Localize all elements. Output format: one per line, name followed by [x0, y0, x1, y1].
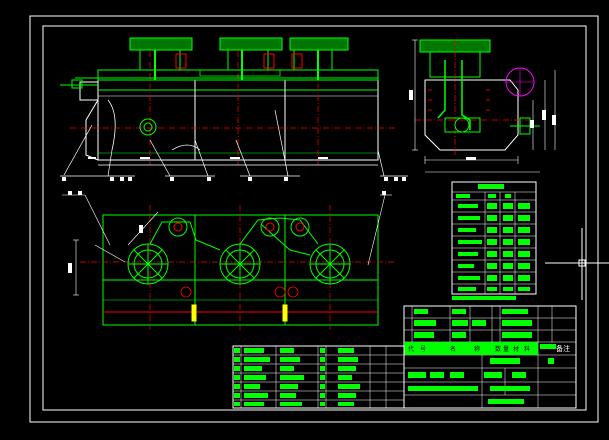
impeller-1[interactable]: [127, 243, 169, 285]
motor-unit-2[interactable]: [219, 37, 283, 80]
motor-unit-1[interactable]: [129, 37, 193, 80]
header-label-cai: 材: [513, 345, 519, 353]
title-header-row: [404, 342, 538, 355]
header-label-liang: 量: [503, 346, 509, 353]
side-view[interactable]: [409, 39, 556, 173]
plan-view[interactable]: [62, 191, 395, 330]
crosshair-cursor-icon: [545, 228, 609, 300]
header-label-dai: 代: [408, 345, 414, 353]
front-view[interactable]: [60, 37, 408, 181]
motor-unit-3[interactable]: [289, 37, 349, 80]
outer-frame: [29, 15, 599, 423]
impeller-2[interactable]: [219, 243, 261, 285]
header-label-hao: 号: [420, 346, 426, 353]
header-label-ming: 名: [450, 345, 456, 353]
title-block[interactable]: 代 号 名 称 数 量 材 料 备注: [403, 305, 577, 409]
header-label-liao: 料: [524, 345, 530, 353]
impeller-3[interactable]: [309, 243, 351, 285]
inner-frame: [42, 25, 587, 411]
plan-tank-outline: [102, 214, 379, 326]
header-label-shu: 数: [495, 345, 501, 353]
parts-list-table[interactable]: [451, 181, 537, 300]
revision-table[interactable]: [232, 345, 405, 409]
header-label-cheng: 称: [474, 345, 480, 353]
header-label-beizhu: 备注: [556, 344, 570, 353]
side-tank-outline: [424, 79, 519, 151]
feed-port: [139, 118, 157, 136]
